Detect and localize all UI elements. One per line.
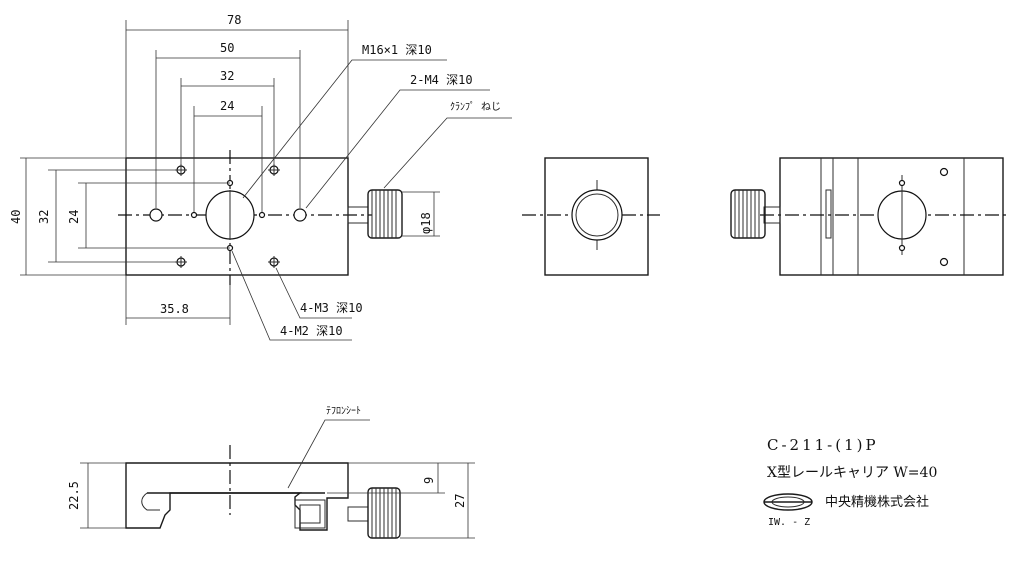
dim-9: 9 (422, 477, 436, 484)
dimensions-side (80, 419, 475, 539)
dim-24: 24 (220, 99, 234, 113)
dim-35-8: 35.8 (160, 302, 189, 316)
title-block: C-211-(1)P X型レールキャリア W=40 IW. - Z 中央精機株式… (763, 436, 937, 528)
dim-78: 78 (227, 13, 241, 27)
end-view (522, 157, 660, 276)
dim-32-vert: 32 (37, 210, 51, 224)
end-view-outline (544, 157, 649, 276)
callout-4m2: 4-M2 深10 (280, 324, 343, 338)
clamp-knob-rear (730, 189, 781, 239)
logo-code: IW. - Z (768, 517, 810, 528)
rear-small-holes (898, 167, 949, 267)
dim-40: 40 (9, 210, 23, 224)
callout-m16: M16×1 深10 (362, 43, 432, 57)
callout-4m3: 4-M3 深10 (300, 301, 363, 315)
part-number: C-211-(1)P (767, 436, 879, 454)
clamp-knob-top (347, 189, 403, 239)
dim-50: 50 (220, 41, 234, 55)
dim-24-vert: 24 (67, 210, 81, 224)
m4-hole-left (149, 208, 163, 222)
part-description: X型レールキャリア W=40 (767, 465, 937, 481)
callout-teflon: ﾃﾌﾛﾝｼｰﾄ (326, 406, 361, 417)
dimensions-top (20, 20, 440, 325)
top-view: 78 50 32 24 40 32 24 35.8 φ18 M16×1 深10 … (9, 13, 512, 341)
dim-32: 32 (220, 69, 234, 83)
callout-clamp-screw: ｸﾗﾝﾌﾟ ねじ (450, 101, 501, 113)
m4-hole-right (293, 208, 307, 222)
dim-phi18: φ18 (419, 212, 433, 234)
company-logo: IW. - Z (763, 493, 813, 528)
leaders-top (231, 59, 512, 341)
dim-27: 27 (453, 494, 467, 508)
side-profile (125, 462, 349, 531)
m3-holes (175, 164, 280, 268)
side-view: 22.5 9 27 ﾃﾌﾛﾝｼｰﾄ (67, 406, 475, 539)
dim-22-5: 22.5 (67, 481, 81, 510)
clamp-knob-side (347, 487, 401, 539)
company-name: 中央精機株式会社 (825, 494, 929, 510)
callout-2m4: 2-M4 深10 (410, 73, 473, 87)
rear-view (730, 157, 1010, 276)
